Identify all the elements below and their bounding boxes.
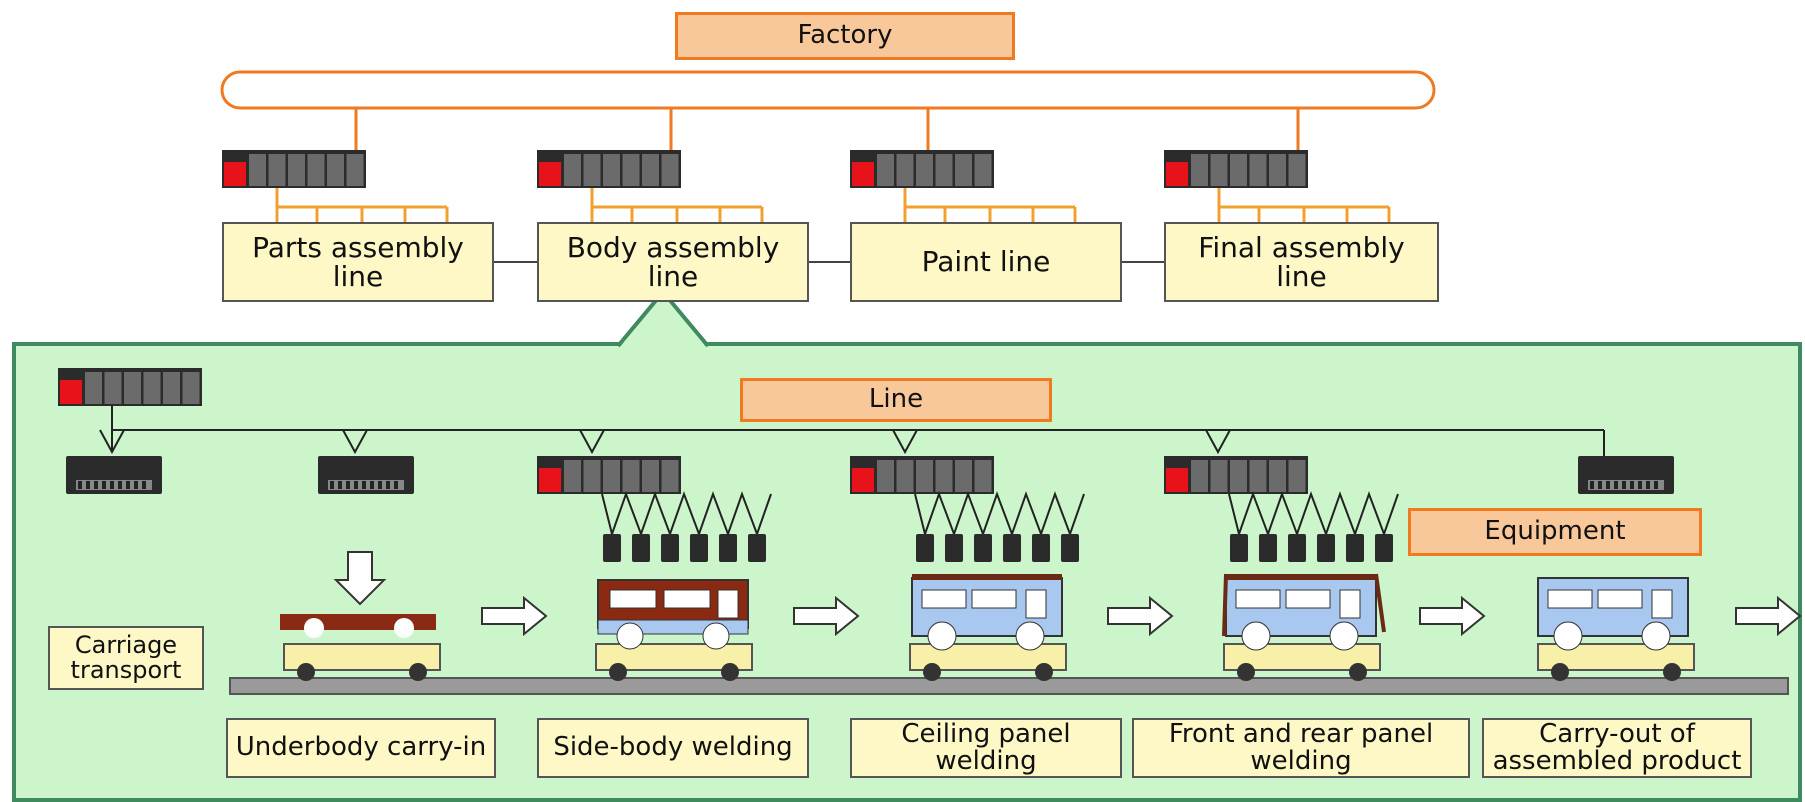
arrow-right-icon bbox=[1107, 595, 1174, 637]
robot-icon bbox=[719, 534, 737, 562]
station-ceiling-panel-welding: Ceiling panel welding bbox=[850, 718, 1122, 778]
plc-cpu bbox=[60, 380, 82, 404]
bus-icon bbox=[1225, 574, 1377, 651]
plc-cpu bbox=[224, 162, 246, 186]
plc-cpu bbox=[852, 162, 874, 186]
robot-icon bbox=[1317, 534, 1335, 562]
arrow-right-icon bbox=[1419, 595, 1486, 637]
factory-network-bus bbox=[220, 70, 1436, 110]
plc-icon bbox=[850, 150, 994, 188]
plc-io-wiring bbox=[590, 188, 764, 222]
plc-cpu bbox=[1166, 468, 1188, 492]
remote-io-icon bbox=[318, 456, 414, 494]
carriage-icon bbox=[909, 643, 1067, 681]
arrow-right-icon bbox=[793, 595, 860, 637]
conveyor-rail bbox=[229, 677, 1789, 695]
plc-cpu bbox=[852, 468, 874, 492]
factory-line-parts-assembly: Parts assembly line bbox=[222, 222, 494, 302]
plc-cpu bbox=[1166, 162, 1188, 186]
robot-icon bbox=[1061, 534, 1079, 562]
plc-icon bbox=[537, 456, 681, 494]
robot-icon bbox=[690, 534, 708, 562]
arrow-right-icon bbox=[1735, 595, 1802, 637]
plc-icon bbox=[537, 150, 681, 188]
robot-icon bbox=[945, 534, 963, 562]
arrow-right-icon bbox=[481, 595, 548, 637]
robot-icon bbox=[1346, 534, 1364, 562]
plc-icon bbox=[222, 150, 366, 188]
carriage-icon bbox=[595, 643, 753, 681]
remote-io-icon bbox=[66, 456, 162, 494]
plc-io-wiring bbox=[1217, 188, 1391, 222]
robot-group bbox=[1228, 491, 1399, 562]
factory-level-tag: Factory bbox=[675, 12, 1015, 60]
callout-fill bbox=[620, 292, 706, 347]
robot-icon bbox=[1375, 534, 1393, 562]
robot-icon bbox=[916, 534, 934, 562]
plc-cpu bbox=[539, 468, 561, 492]
bus-icon bbox=[1537, 577, 1689, 651]
underbody-icon bbox=[280, 614, 436, 638]
robot-icon bbox=[632, 534, 650, 562]
line-network-bus bbox=[99, 406, 1605, 456]
factory-line-body-assembly: Body assembly line bbox=[537, 222, 809, 302]
front-panel bbox=[1222, 573, 1228, 637]
plc-io-wiring bbox=[275, 188, 449, 222]
plc-icon bbox=[1164, 456, 1308, 494]
bus-icon bbox=[911, 574, 1063, 651]
remote-io-icon bbox=[1578, 456, 1674, 494]
robot-group bbox=[914, 491, 1085, 562]
carriage-transport-label: Carriage transport bbox=[48, 626, 204, 690]
robot-icon bbox=[1230, 534, 1248, 562]
plc-cpu bbox=[539, 162, 561, 186]
equipment-level-tag: Equipment bbox=[1408, 508, 1702, 556]
robot-icon bbox=[748, 534, 766, 562]
carriage-icon bbox=[1223, 643, 1381, 681]
carriage-icon bbox=[1537, 643, 1695, 681]
station-side-body-welding: Side-body welding bbox=[537, 718, 809, 778]
plc-io-wiring bbox=[903, 188, 1077, 222]
plc-icon bbox=[1164, 150, 1308, 188]
robot-icon bbox=[1288, 534, 1306, 562]
carriage-icon bbox=[283, 643, 441, 681]
bus-icon bbox=[597, 579, 749, 650]
robot-icon bbox=[1003, 534, 1021, 562]
robot-icon bbox=[603, 534, 621, 562]
robot-group bbox=[601, 491, 772, 562]
plc-icon bbox=[850, 456, 994, 494]
robot-icon bbox=[974, 534, 992, 562]
factory-line-final-assembly: Final assembly line bbox=[1164, 222, 1439, 302]
factory-line-paint: Paint line bbox=[850, 222, 1122, 302]
station-front-rear-panel-welding: Front and rear panel welding bbox=[1132, 718, 1470, 778]
rear-panel bbox=[1374, 573, 1386, 633]
robot-icon bbox=[1032, 534, 1050, 562]
robot-icon bbox=[661, 534, 679, 562]
plc-icon bbox=[58, 368, 202, 406]
station-underbody-carry-in: Underbody carry-in bbox=[226, 718, 496, 778]
line-level-tag: Line bbox=[740, 378, 1052, 422]
station-carry-out: Carry-out of assembled product bbox=[1482, 718, 1752, 778]
arrow-down-icon bbox=[333, 551, 387, 606]
robot-icon bbox=[1259, 534, 1277, 562]
